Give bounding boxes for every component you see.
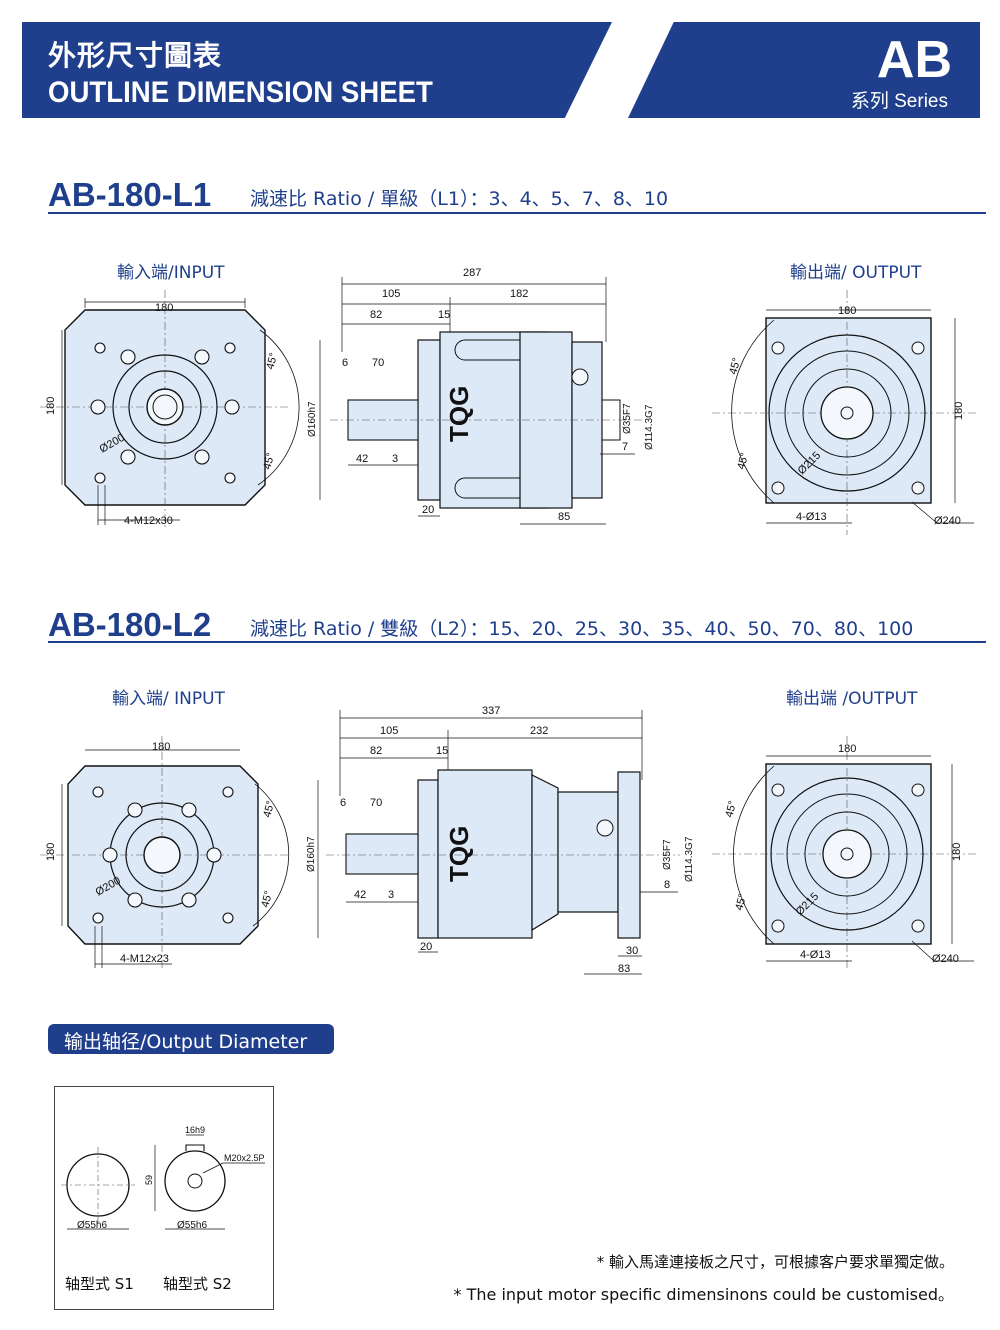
output-label-l2: 輸出端 /OUTPUT [786,689,918,709]
side-dia160-l2: Ø160h7 [306,836,317,872]
side-70-dim-l1: 70 [372,357,384,369]
s2-key-dim: 16h9 [185,1125,205,1135]
output-od-dim-l2: Ø240 [932,953,959,965]
output-diameter-title: 输出轴径/Output Diameter [48,1024,334,1054]
side-dia114-l1: Ø114.3G7 [644,404,655,450]
model-title-l1: AB-180-L1 [48,176,212,213]
side-dia35-l2: Ø35F7 [662,839,673,870]
side-dia160-l1: Ø160h7 [307,401,318,437]
side-6-dim-l1: 6 [342,357,348,369]
output-angle1-l1: 45° [727,357,743,376]
series-code: AB [876,31,952,89]
side-7-dim-l1: 7 [622,441,628,453]
side-15-dim-l2: 15 [436,745,448,757]
section-rule-l2 [48,641,986,643]
side-total-dim-l1: 287 [463,267,481,279]
note-en: * The input motor specific dimensinons c… [453,1285,954,1304]
ratio-text-l1: 減速比 Ratio / 單級（L1）：3、4、5、7、8、10 [250,188,669,210]
output-holes-dim-l2: 4-Ø13 [800,949,831,961]
side-dia35-l1: Ø35F7 [622,403,633,434]
ratio-text-l2: 減速比 Ratio / 雙級（L2）：15、20、25、30、35、40、50、… [250,618,914,640]
side-15-dim-l1: 15 [438,309,450,321]
note-cn: * 輸入馬達連接板之尺寸，可根據客户要求單獨定做。 [596,1253,954,1271]
header-banner-right [628,22,980,118]
header-title-en: OUTLINE DIMENSION SHEET [48,76,433,109]
side-30-dim-l2: 30 [626,945,638,957]
side-70-dim-l2: 70 [370,797,382,809]
input-bolt-dim-l2: 4-M12x23 [120,953,169,965]
side-42-dim-l2: 42 [354,889,366,901]
side-232-dim-l2: 232 [530,725,548,737]
side-6-dim-l2: 6 [340,797,346,809]
input-height-dim-l2: 180 [45,843,57,861]
output-angle1-l2: 45° [723,800,739,819]
header-banner-left [22,22,612,118]
side-20-dim-l2: 20 [420,941,432,953]
side-82-dim-l1: 82 [370,309,382,321]
input-angle1-l2: 45° [261,800,277,819]
section-rule-l1 [48,212,986,214]
side-83-dim-l2: 83 [618,963,630,975]
s1-dia-dim: Ø55h6 [77,1220,107,1231]
input-height-dim-l1: 180 [45,397,57,415]
side-total-dim-l2: 337 [482,705,500,717]
input-width-dim-l1: 180 [155,302,173,314]
side-105-dim-l1: 105 [382,288,400,300]
output-flange-drawing-l1: 180 180 4-Ø13 Ø215 Ø240 45° 45° [712,290,977,535]
input-angle2-l1: 45° [261,452,277,471]
s2-caption: 轴型式 S2 [163,1275,232,1293]
output-height-dim-l1: 180 [953,402,965,420]
side-3-dim-l2: 3 [388,889,394,901]
output-height-dim-l2: 180 [951,843,963,861]
header-title-cn: 外形尺寸圖表 [48,39,223,72]
output-flange-drawing-l2: 180 180 4-Ø13 Ø215 Ø240 45° 45° [712,736,977,971]
shaft-types-drawing: Ø55h6 16h9 59 M20x2.5P Ø55h6 [61,1125,265,1231]
output-angle2-l2: 45° [733,893,749,912]
tqg-logo-l1: TQG [444,386,474,442]
output-od-dim-l1: Ø240 [934,515,961,527]
side-view-drawing-l2: 337 105 232 82 15 6 70 TQG Ø160h7 42 3 2… [306,705,695,975]
side-82-dim-l2: 82 [370,745,382,757]
input-angle1-l1: 45° [264,352,280,371]
side-42-dim-l1: 42 [356,453,368,465]
model-title-l2: AB-180-L2 [48,606,212,643]
side-20-dim-l1: 20 [422,504,434,516]
side-dia114-l2: Ø114.3G7 [684,836,695,882]
input-flange-drawing-l2: 180 180 Ø200 4-M12x23 45° 45° [40,736,290,971]
output-angle2-l1: 45° [735,452,751,471]
side-8-dim-l2: 8 [664,879,670,891]
side-85-dim-l1: 85 [558,511,570,523]
output-diameter-box: Ø55h6 16h9 59 M20x2.5P Ø55h6 轴型式 S1 轴型式 … [54,1086,274,1310]
output-width-dim-l2: 180 [838,743,856,755]
input-label-l1: 輸入端/INPUT [117,263,225,283]
tqg-logo-l2: TQG [444,826,474,882]
input-width-dim-l2: 180 [152,741,170,753]
input-label-l2: 輸入端/ INPUT [112,689,225,709]
output-width-dim-l1: 180 [838,305,856,317]
side-view-drawing-l1: 287 105 182 82 15 6 70 TQG Ø160h7 42 3 2… [307,267,655,525]
side-105-dim-l2: 105 [380,725,398,737]
side-3-dim-l1: 3 [392,453,398,465]
series-label: 系列 Series [850,91,948,112]
output-label-l1: 輸出端/ OUTPUT [790,263,922,283]
output-holes-dim-l1: 4-Ø13 [796,511,827,523]
input-angle2-l2: 45° [259,890,275,909]
s2-thread-dim: M20x2.5P [224,1153,265,1163]
input-bolt-dim-l1: 4-M12x30 [124,515,173,527]
input-flange-drawing-l1: 180 180 Ø200 4-M12x30 45° 45° [40,290,300,530]
s2-depth-dim: 59 [144,1175,154,1185]
side-182-dim-l1: 182 [510,288,528,300]
s1-caption: 轴型式 S1 [65,1275,134,1293]
s2-dia-dim: Ø55h6 [177,1220,207,1231]
